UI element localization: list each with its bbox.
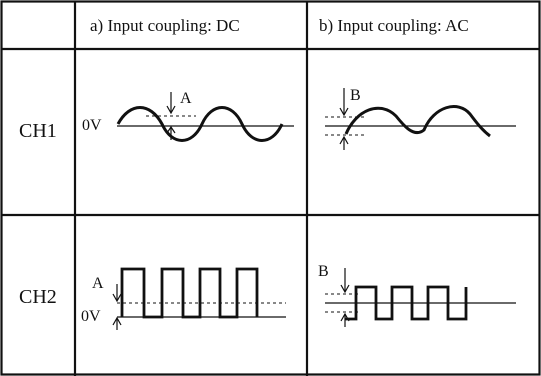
ch1-ac-waveform-group: [325, 88, 516, 150]
ch2-dc-square-wave: [120, 267, 259, 319]
column-header-dc: a) Input coupling: DC: [90, 16, 240, 35]
ch2-ac-waveform-group: [325, 268, 516, 327]
row-label-ch2: CH2: [19, 286, 57, 308]
ch2-dc-marker-label: A: [92, 275, 104, 292]
ch2-ac-marker-label: B: [318, 263, 329, 280]
ch1-dc-marker-label: A: [180, 90, 192, 107]
ch2-ac-square-wave: [345, 285, 468, 321]
ch2-dc-zero-label: 0V: [81, 308, 101, 325]
row-label-ch1: CH1: [19, 120, 57, 142]
ch1-ac-marker-label: B: [350, 87, 361, 104]
ch1-dc-sine-wave: [116, 106, 284, 142]
ch1-ac-sine-wave: [344, 105, 491, 138]
ch2-dc-waveform-group: [112, 267, 286, 330]
ch1-dc-waveform-group: [116, 92, 294, 142]
ch1-dc-zero-label: 0V: [82, 117, 102, 134]
column-header-ac: b) Input coupling: AC: [319, 16, 469, 35]
